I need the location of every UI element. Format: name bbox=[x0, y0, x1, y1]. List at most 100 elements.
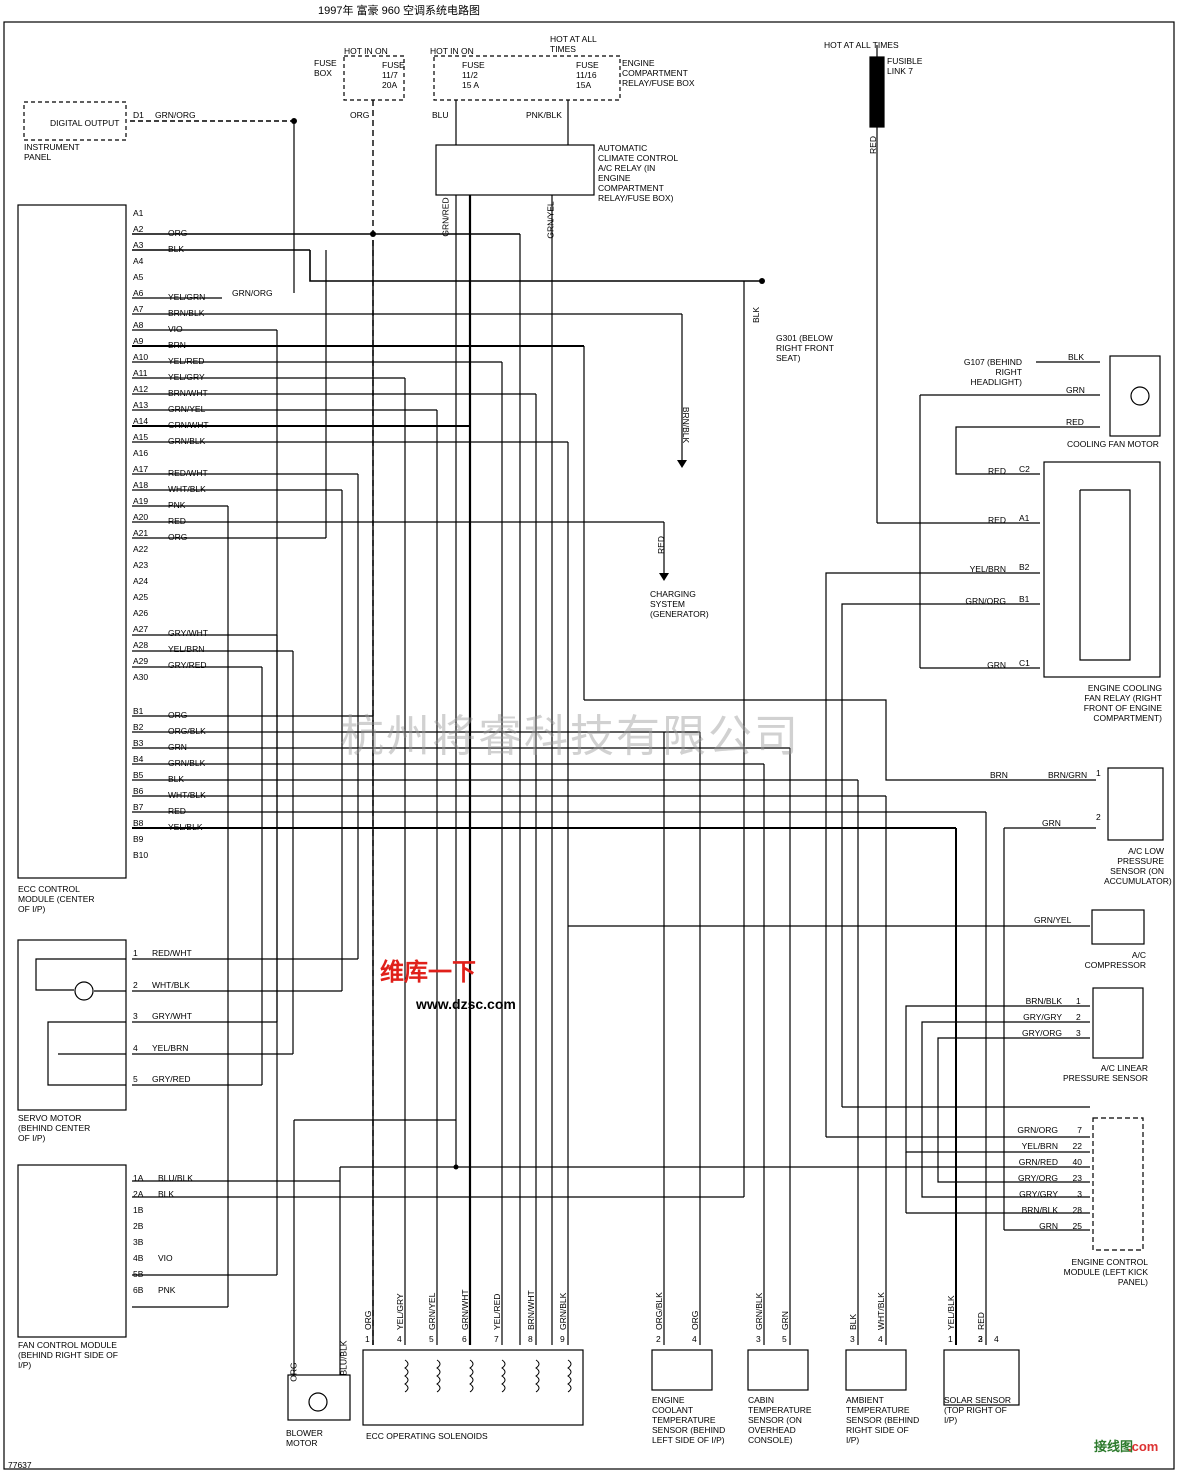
ecc-wire-a17: RED/WHT bbox=[168, 468, 208, 478]
ecm-label: ENGINE CONTROL MODULE (LEFT KICK PANEL) bbox=[1063, 1257, 1148, 1287]
ecc-pin-a3: A3 bbox=[133, 240, 144, 250]
servo-pin-4: 4 bbox=[133, 1042, 138, 1053]
relay-wire-a1: RED bbox=[988, 515, 1006, 525]
linear-sensor-label: A/C LINEAR PRESSURE SENSOR bbox=[1062, 1063, 1148, 1083]
footer-logo: 接线图 bbox=[1094, 1439, 1134, 1454]
ecc-wire-b6: WHT/BLK bbox=[168, 790, 206, 800]
ecc-pin-a5: A5 bbox=[133, 272, 144, 282]
fan-wire-6b: PNK bbox=[158, 1285, 176, 1295]
sensor-pin-1-b: 5 bbox=[782, 1334, 787, 1344]
sensor-label-3: SOLAR SENSOR (TOP RIGHT OF I/P) bbox=[944, 1395, 1012, 1425]
ecc-pin-a11: A11 bbox=[133, 368, 148, 378]
ecc-wire-a7: BRN/BLK bbox=[168, 308, 205, 318]
ecc-pin-a30: A30 bbox=[133, 672, 149, 682]
sensor-pin-2-b: 4 bbox=[878, 1334, 883, 1344]
lp-wire2: GRN bbox=[1042, 818, 1061, 828]
ecm-wire-40: GRN/RED bbox=[1018, 1157, 1058, 1167]
sensor-wire-3-a: YEL/BLK bbox=[946, 1295, 956, 1331]
ecm-wire-3: GRY/GRY bbox=[1019, 1189, 1058, 1199]
ecc-wire-a18: WHT/BLK bbox=[168, 484, 206, 494]
fuse-box-label: FUSE BOX bbox=[314, 58, 337, 78]
watermark: 杭州将睿科技有限公司 bbox=[340, 711, 800, 762]
wire-pnkblk-label: PNK/BLK bbox=[526, 110, 562, 120]
ecc-wire-a10: YEL/RED bbox=[168, 356, 205, 366]
fan-wire-2a: BLK bbox=[158, 1189, 175, 1199]
ecc-pin-a17: A17 bbox=[133, 464, 149, 474]
ecc-wire-b2: ORG/BLK bbox=[168, 726, 206, 736]
ecc-pin-a29: A29 bbox=[133, 656, 149, 666]
fan-pin-6b: 6B bbox=[133, 1285, 144, 1295]
ecc-pin-a2: A2 bbox=[133, 224, 144, 234]
sensor-pin-2-a: 3 bbox=[850, 1334, 855, 1344]
linear-wire-3: GRY/ORG bbox=[1022, 1028, 1062, 1038]
g301-label: G301 (BELOW RIGHT FRONT SEAT) bbox=[776, 333, 834, 363]
sensor-pin-3-c: 3 bbox=[978, 1334, 983, 1344]
ecc-wire-a13: GRN/YEL bbox=[168, 404, 206, 414]
ecm-wire-28: BRN/BLK bbox=[1021, 1205, 1058, 1215]
ecc-pin-a19: A19 bbox=[133, 496, 149, 506]
ecc-wire-a15: GRN/BLK bbox=[168, 436, 206, 446]
wire-org-label: ORG bbox=[350, 110, 370, 120]
relay-pin-c2: C2 bbox=[1019, 464, 1030, 474]
ecm-pin-28: 28 bbox=[1072, 1205, 1082, 1215]
ecc-pin-a23: A23 bbox=[133, 560, 149, 570]
solenoid-pin-1: 1 bbox=[365, 1334, 370, 1344]
solenoid-pin-9: 9 bbox=[560, 1334, 565, 1344]
ecc-wire-b3: GRN bbox=[168, 742, 187, 752]
ecc-wire-a11: YEL/GRY bbox=[168, 372, 205, 382]
lp-wire1a: BRN bbox=[990, 770, 1008, 780]
d1-pin: D1 bbox=[133, 110, 144, 120]
cool-fan-blk: BLK bbox=[1068, 352, 1085, 362]
ac-relay-wire-2: GRN/YEL bbox=[545, 201, 556, 239]
g107-label: G107 (BEHIND RIGHT HEADLIGHT) bbox=[963, 357, 1022, 387]
ecm-pin-25: 25 bbox=[1072, 1221, 1082, 1231]
sensor-pin-3-a: 1 bbox=[948, 1334, 953, 1344]
ecc-wire-a9: BRN bbox=[168, 340, 186, 350]
solenoids-label: ECC OPERATING SOLENOIDS bbox=[366, 1431, 488, 1441]
hot-at-all-times-label: HOT AT ALL TIMES bbox=[550, 34, 597, 54]
ecc-label: ECC CONTROL MODULE (CENTER OF I/P) bbox=[18, 884, 95, 914]
servo-pin-1: 1 bbox=[133, 948, 138, 958]
ecc-pin-a6: A6 bbox=[133, 288, 144, 298]
servo-label: SERVO MOTOR (BEHIND CENTER OF I/P) bbox=[18, 1113, 91, 1143]
ecc-wire-b7: RED bbox=[168, 806, 186, 816]
sensor-label-0: ENGINE COOLANT TEMPERATURE SENSOR (BEHIN… bbox=[652, 1395, 726, 1445]
a6-splice-wire: GRN/ORG bbox=[232, 288, 273, 298]
ecc-pin-a9: A9 bbox=[133, 336, 144, 346]
cool-fan-red: RED bbox=[1066, 417, 1084, 427]
ecc-pin-a7: A7 bbox=[133, 304, 144, 314]
fan-relay-label: ENGINE COOLING FAN RELAY (RIGHT FRONT OF… bbox=[1083, 683, 1162, 723]
hot-at-all-times-label-2: HOT AT ALL TIMES bbox=[824, 40, 899, 50]
brn-blk-dest-wire: BRN/BLK bbox=[681, 406, 692, 444]
servo-wire-5: GRY/RED bbox=[152, 1074, 191, 1084]
servo-pin-2: 2 bbox=[133, 979, 138, 990]
solenoid-wire-6: GRN/WHT bbox=[460, 1289, 470, 1330]
ecc-pin-a25: A25 bbox=[133, 592, 149, 602]
relay-wire-c1: GRN bbox=[987, 660, 1006, 670]
digital-output-label: DIGITAL OUTPUT bbox=[50, 118, 120, 128]
ecc-pin-b6: B6 bbox=[133, 786, 144, 796]
solenoid-pin-5: 5 bbox=[429, 1334, 434, 1344]
relay-pin-b2: B2 bbox=[1019, 562, 1030, 572]
ecc-pin-a26: A26 bbox=[133, 608, 149, 618]
page-title: 1997年 富豪 960 空调系统电路图 bbox=[318, 5, 480, 17]
ecc-wire-b1: ORG bbox=[168, 710, 188, 720]
solenoid-pin-4: 4 bbox=[397, 1334, 402, 1344]
ecm-pin-40: 40 bbox=[1072, 1157, 1082, 1167]
engine-relay-box-label: ENGINE COMPARTMENT RELAY/FUSE BOX bbox=[622, 58, 695, 88]
cool-fan-grn: GRN bbox=[1066, 385, 1085, 395]
ecc-pin-a27: A27 bbox=[133, 624, 149, 634]
ecc-pin-a16: A16 bbox=[133, 448, 149, 458]
solenoid-pin-7: 7 bbox=[494, 1334, 499, 1344]
sensor-wire-0-b: ORG bbox=[690, 1310, 700, 1330]
ecm-wire-7: GRN/ORG bbox=[1017, 1125, 1058, 1135]
servo-wire-3: GRY/WHT bbox=[152, 1011, 192, 1021]
ecc-wire-a8: VIO bbox=[168, 324, 183, 334]
relay-wire-c2: RED bbox=[988, 466, 1006, 476]
servo-wire-4: YEL/BRN bbox=[152, 1042, 189, 1053]
ecc-pin-a13: A13 bbox=[133, 400, 149, 410]
ecc-wire-a3: BLK bbox=[168, 244, 185, 254]
linear-pin-2: 2 bbox=[1076, 1012, 1081, 1022]
sensor-pin-0-b: 4 bbox=[692, 1334, 697, 1344]
ecc-wire-b4: GRN/BLK bbox=[168, 758, 206, 768]
